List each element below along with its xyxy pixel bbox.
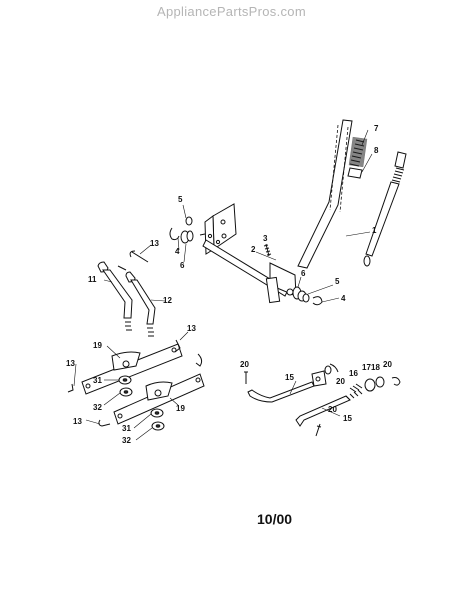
rod-1[interactable] [363, 151, 407, 267]
callout-19: 19 [176, 404, 185, 413]
spring-7[interactable] [348, 136, 368, 168]
lift-link-12[interactable] [125, 271, 156, 337]
callout-31: 31 [93, 376, 102, 385]
callout-12: 12 [163, 296, 172, 305]
callout-6: 6 [301, 269, 306, 278]
callout-1: 1 [372, 226, 377, 235]
bolt-3[interactable] [263, 243, 272, 257]
callout-2: 2 [251, 245, 256, 254]
callout-13: 13 [73, 417, 82, 426]
lift-bracket-19-upper[interactable] [81, 343, 183, 395]
callout-8: 8 [374, 146, 379, 155]
callout-13: 13 [187, 324, 196, 333]
rod-15-upper[interactable] [247, 370, 327, 403]
callout-19: 19 [93, 341, 102, 350]
callout-31: 31 [122, 424, 131, 433]
clip-20-right[interactable] [391, 377, 401, 386]
callout-15: 15 [285, 373, 294, 382]
callout-20: 20 [240, 360, 249, 369]
callout-5: 5 [178, 195, 183, 204]
callout-11: 11 [88, 275, 97, 284]
date-code: 10/00 [257, 511, 293, 527]
hairpin-13-right[interactable] [174, 339, 203, 367]
watermark: AppliancePartsPros.com [157, 4, 306, 19]
clip-4-right[interactable] [312, 296, 323, 306]
callout-32: 32 [122, 436, 131, 445]
washer-31-lower[interactable] [150, 408, 164, 418]
clip-20-top[interactable] [324, 363, 339, 375]
hairpin-13-left[interactable] [67, 383, 74, 393]
callout-6: 6 [180, 261, 185, 270]
bushing-17[interactable] [364, 378, 376, 392]
callout-7: 7 [374, 124, 379, 133]
callout-17: 17 [362, 363, 371, 372]
bushing-6-left[interactable] [180, 230, 194, 244]
spring-16[interactable] [349, 383, 363, 393]
callout-16: 16 [349, 369, 358, 378]
hairpin-13-top[interactable] [117, 250, 149, 271]
pin-20-bottom[interactable] [315, 423, 322, 437]
rod-15-lower[interactable] [295, 389, 363, 427]
callout-20: 20 [383, 360, 392, 369]
callout-3: 3 [263, 234, 268, 243]
callout-20: 20 [336, 377, 345, 386]
lift-handle[interactable] [297, 119, 353, 269]
bracket-plate[interactable] [199, 203, 237, 255]
hairpin-13-bottom[interactable] [98, 419, 111, 427]
washer-31-upper[interactable] [118, 375, 132, 385]
lift-link-11[interactable] [97, 261, 133, 331]
callout-4: 4 [175, 247, 180, 256]
callout-13: 13 [66, 359, 75, 368]
cross-shaft-2[interactable] [202, 239, 297, 304]
clip-4-left[interactable] [169, 227, 180, 241]
callout-15: 15 [343, 414, 352, 423]
callouts: 1 2 3 4 4 5 5 6 6 7 8 11 12 13 13 13 13 … [66, 124, 392, 445]
callout-5: 5 [335, 277, 340, 286]
callout-18: 18 [371, 363, 380, 372]
pin-20-left[interactable] [244, 371, 248, 384]
bushing-6-right[interactable] [292, 286, 307, 302]
knob-8[interactable] [347, 167, 363, 179]
lift-bracket-19-lower[interactable] [113, 373, 205, 425]
callout-32: 32 [93, 403, 102, 412]
callout-13: 13 [150, 239, 159, 248]
leader-lines [73, 129, 373, 441]
nut-32-upper[interactable] [119, 387, 133, 397]
callout-4: 4 [341, 294, 346, 303]
washer-5-right[interactable] [302, 293, 310, 303]
nut-18[interactable] [375, 376, 385, 388]
nut-5-top[interactable] [185, 216, 193, 226]
callout-20: 20 [328, 405, 337, 414]
nut-32-lower[interactable] [151, 421, 165, 431]
